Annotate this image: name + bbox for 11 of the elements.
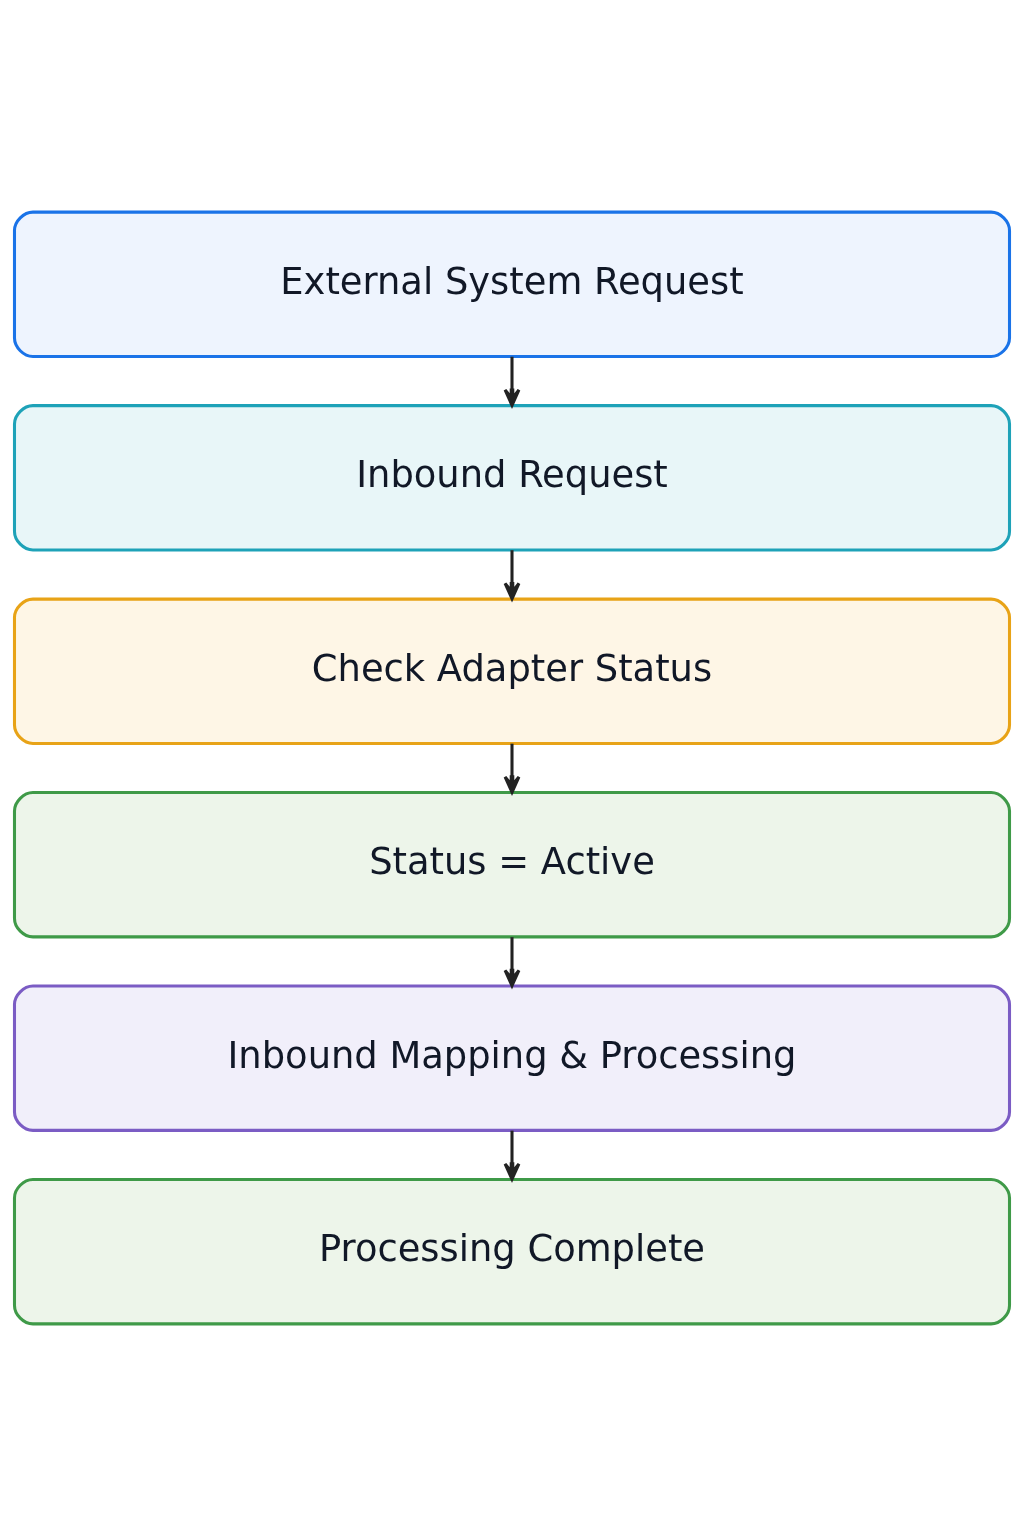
node-box: External System Request <box>12 210 1012 358</box>
node-box: Inbound Request <box>12 404 1012 552</box>
node-box: Inbound Mapping & Processing <box>12 984 1012 1132</box>
node-box: Check Adapter Status <box>12 597 1012 745</box>
node-box: Processing Complete <box>12 1178 1012 1326</box>
arrow <box>503 743 521 794</box>
arrow <box>503 937 521 988</box>
arrow <box>503 550 521 601</box>
arrow <box>503 356 521 407</box>
arrow <box>503 1130 521 1181</box>
node-box: Status = Active <box>12 791 1012 939</box>
